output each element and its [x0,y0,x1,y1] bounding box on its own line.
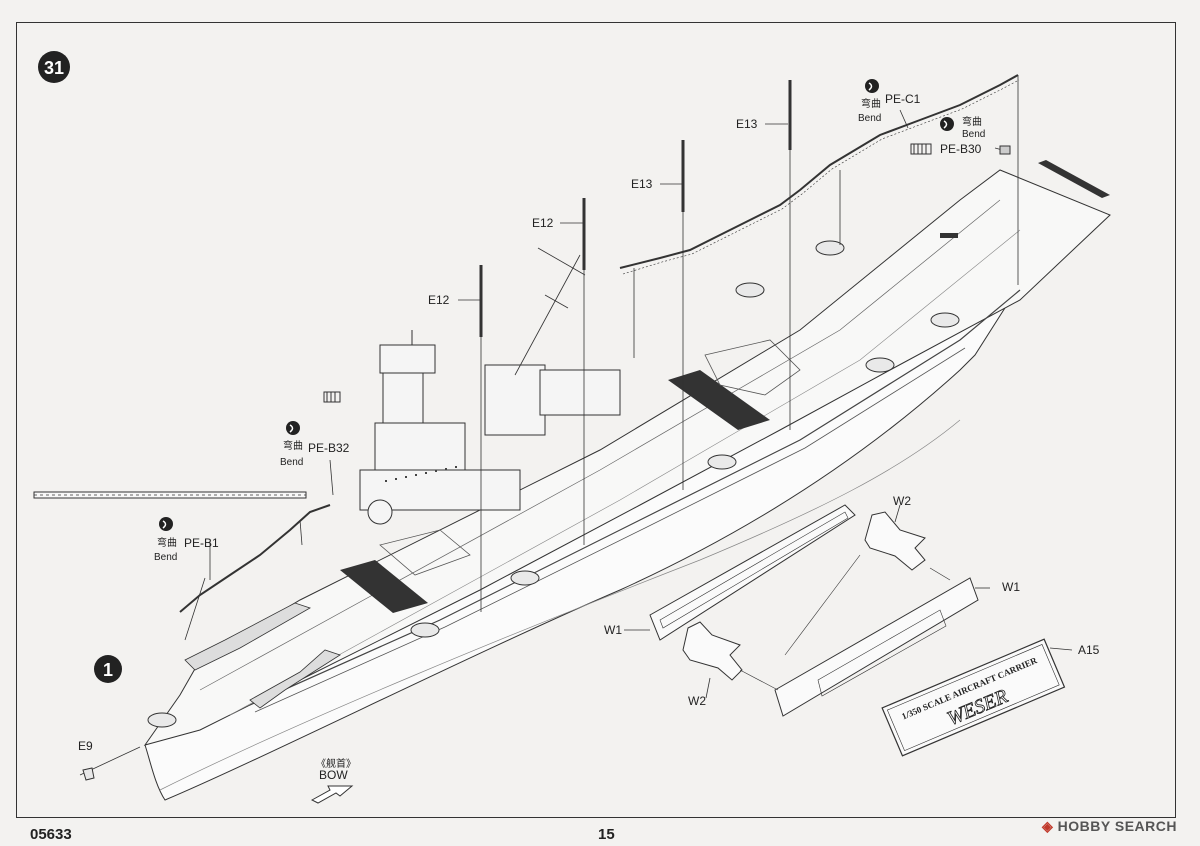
pe-c1-rail [619,74,1020,275]
bow-catwalk [184,602,341,709]
watermark-logo-icon: ◈ [1042,818,1058,834]
label-bow-en: BOW [319,768,348,782]
label-e13-left: E13 [631,177,653,191]
product-code: 05633 [30,826,72,843]
step-badge: 31 [38,51,70,83]
pe-b30-part-icon [999,145,1011,155]
stand-w2-upper [864,511,926,571]
stand-guides [739,554,951,691]
pe-sheet-icon-b32 [323,391,341,403]
pe-b32-rail [33,491,307,499]
label-e9: E9 [78,739,93,753]
label-w2-upper: W2 [893,494,911,508]
hull-portholes [385,466,457,482]
radio-antenna [514,247,586,376]
label-bend-cn-b1: 弯曲 [157,536,177,549]
sub-step-number: 1 [103,660,113,680]
island-superstructure [359,330,621,525]
label-pe-b30: PE-B30 [940,142,982,156]
bend-icon-b30 [940,117,954,131]
page-border [16,22,1176,818]
label-pe-c1: PE-C1 [885,92,921,106]
deck-markings [340,160,1110,613]
label-bend-en-b1: Bend [154,552,177,563]
label-bend-en-c1: Bend [858,113,881,124]
label-e13-right: E13 [736,117,758,131]
label-bend-en-b30: Bend [962,129,985,140]
label-e12-left: E12 [428,293,450,307]
label-bow-cn: 《舰首》 [316,757,356,770]
label-w2-lower: W2 [688,694,706,708]
sub-step-badge: 1 [94,655,122,683]
label-bend-cn-c1: 弯曲 [861,97,881,110]
bend-icon-c1 [865,79,879,93]
stand-w1-lower [774,577,979,717]
gun-tubs [147,240,960,728]
label-w1-right: W1 [1002,580,1020,594]
watermark: ◈ HOBBY SEARCH [1042,818,1177,835]
bow-arrow-icon [310,785,354,804]
pe-b1-rail [179,504,331,613]
elevator-outlines [379,339,801,576]
pe-sheet-icon-b30 [910,143,932,155]
mast-guide-lines [79,75,1019,776]
label-pe-b32: PE-B32 [308,441,350,455]
label-e12-right: E12 [532,216,554,230]
label-bend-cn-b30: 弯曲 [962,115,982,128]
bend-icon-b1 [159,517,173,531]
step-number: 31 [44,58,64,78]
label-w1-left: W1 [604,623,622,637]
label-bend-cn-b32: 弯曲 [283,439,303,452]
bend-icon-b32 [286,421,300,435]
stand-w1-upper [649,504,856,641]
nameplate-a15: 1/350 SCALE AIRCRAFT CARRIER WESER [881,638,1066,757]
label-pe-b1: PE-B1 [184,536,219,550]
page-number: 15 [598,826,615,843]
watermark-text: HOBBY SEARCH [1057,818,1177,834]
label-bend-en-b32: Bend [280,457,303,468]
label-a15: A15 [1078,643,1100,657]
part-e9 [82,767,95,781]
stand-w2-lower [682,621,743,681]
